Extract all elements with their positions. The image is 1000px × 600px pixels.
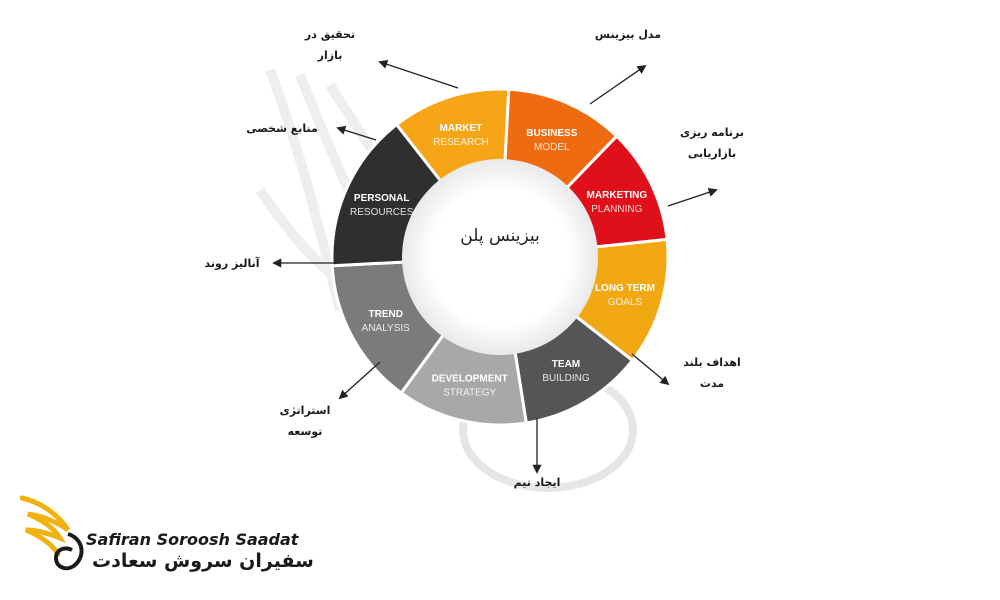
brand-name-fa: سفیران سروش سعادت xyxy=(92,550,314,572)
segment-title-market-research: MARKET xyxy=(440,123,483,134)
arrow-business-model xyxy=(589,64,647,105)
callout-label-business-model: مدل بیزینس xyxy=(595,28,661,41)
arrow-personal-resources xyxy=(336,125,377,141)
callout-label-long-term-goals: اهداف بلند xyxy=(683,356,741,369)
center-title: بیزینس پلن xyxy=(460,226,539,246)
segment-title-development-strategy: DEVELOPMENT xyxy=(432,373,508,384)
ring-center xyxy=(402,159,598,355)
brand-logo: Safiran Soroosh Saadat سفیران سروش سعادت xyxy=(20,494,314,584)
segment-subtitle-market-research: RESEARCH xyxy=(433,137,489,148)
segment-title-personal-resources: PERSONAL xyxy=(354,193,410,204)
arrow-development-strategy xyxy=(338,361,381,400)
arrow-market-research xyxy=(378,59,459,89)
segment-subtitle-marketing-planning: PLANNING xyxy=(591,204,642,215)
segment-title-marketing-planning: MARKETING xyxy=(587,190,648,201)
segment-subtitle-personal-resources: RESOURCES xyxy=(350,207,414,218)
segment-subtitle-development-strategy: STRATEGY xyxy=(443,387,496,398)
callout-label-market-research-line2: بازار xyxy=(317,49,343,62)
phoenix-icon xyxy=(20,495,84,571)
callout-label-trend-analysis: آنالیز روند xyxy=(205,256,260,270)
callout-label-marketing-planning: برنامه ریزی xyxy=(680,126,744,139)
callout-label-market-research: تحقیق در xyxy=(304,28,355,41)
segment-title-business-model: BUSINESS xyxy=(526,128,577,139)
segment-title-team-building: TEAM xyxy=(552,359,580,370)
callout-label-long-term-goals-line2: مدت xyxy=(700,377,724,390)
segment-subtitle-team-building: BUILDING xyxy=(542,373,589,384)
callout-label-development-strategy: استراتژی xyxy=(280,404,331,417)
segment-title-long-term-goals: LONG TERM xyxy=(595,283,655,294)
segment-title-trend-analysis: TREND xyxy=(369,309,403,320)
arrow-long-term-goals xyxy=(631,353,670,386)
callout-label-marketing-planning-line2: بازاریابی xyxy=(688,147,736,160)
segment-subtitle-business-model: MODEL xyxy=(534,142,570,153)
callout-arrows xyxy=(272,59,718,474)
callout-label-personal-resources: منابع شخصی xyxy=(246,122,318,135)
arrow-marketing-planning xyxy=(667,187,718,207)
brand-name-en: Safiran Soroosh Saadat xyxy=(86,530,299,549)
segment-subtitle-trend-analysis: ANALYSIS xyxy=(362,323,410,334)
callout-label-team-building: ایجاد تیم xyxy=(514,476,561,489)
callout-labels: تحقیق در بازار مدل بیزینس برنامه ریزی بازاری… xyxy=(205,28,744,489)
callout-label-development-strategy-line2: توسعه xyxy=(288,425,323,438)
segment-subtitle-long-term-goals: GOALS xyxy=(608,297,643,308)
